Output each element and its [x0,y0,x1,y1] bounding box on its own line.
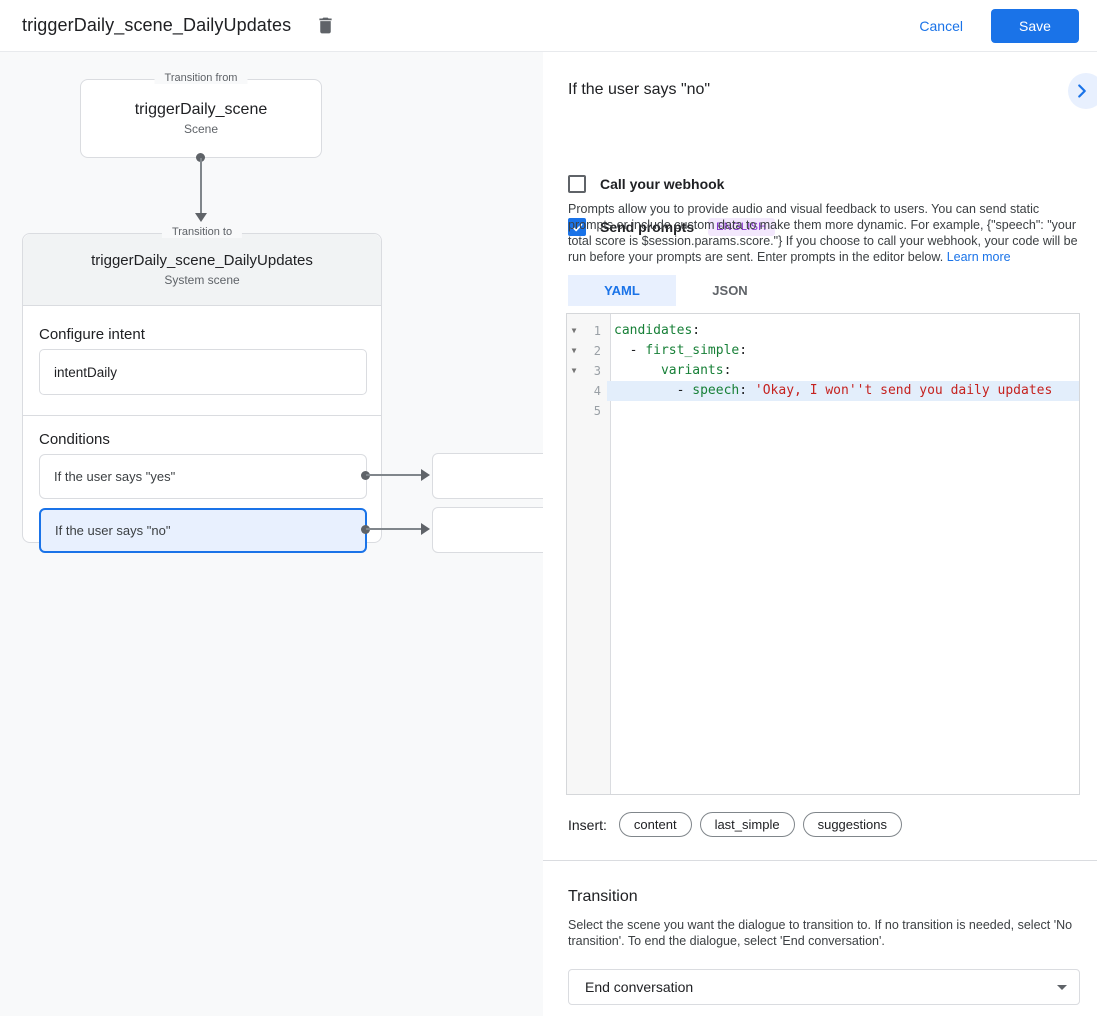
checkmark-icon [571,221,584,234]
line-number: 2 [593,344,601,358]
connector-line [366,528,424,530]
transition-select-value: End conversation [585,979,694,995]
insert-row: Insert: content last_simple suggestions [568,812,910,837]
connector-line [366,474,424,476]
line-number: 1 [593,324,601,338]
editor-gutter [567,314,611,794]
fold-spacer [567,401,581,421]
insert-label: Insert: [568,816,607,833]
insert-chip-content[interactable]: content [618,812,692,837]
connector-arrowhead [421,523,430,535]
section-divider [543,860,1097,861]
send-prompts-row[interactable]: Send prompts ENGLISH [568,218,775,236]
delete-scene-button[interactable] [309,10,341,42]
conditions-label: Conditions [39,431,110,448]
line-number: 4 [593,384,601,398]
page-title: triggerDaily_scene_DailyUpdates [22,15,292,35]
code-line[interactable]: ▼ 2 - first_simple: [567,341,1079,361]
intent-item[interactable]: intentDaily [39,349,367,395]
save-button[interactable]: Save [991,8,1079,43]
transition-heading: Transition [568,888,638,905]
line-number: 5 [593,404,601,418]
line-number: 3 [593,364,601,378]
to-scene-type: System scene [164,273,240,287]
scene-card-header[interactable]: triggerDaily_scene_DailyUpdates System s… [23,234,381,306]
connector-arrowhead [421,469,430,481]
prompt-code-editor[interactable]: ▼ 1 candidates: ▼ 2 - first_simple: ▼ 3 varian… [566,313,1080,795]
call-webhook-row[interactable]: Call your webhook [568,175,724,193]
condition-item-yes[interactable]: If the user says "yes" [39,454,367,499]
connector-arrowhead [195,213,207,222]
configure-intent-label: Configure intent [39,326,145,343]
trash-icon [315,15,336,36]
cancel-button[interactable]: Cancel [903,10,979,42]
format-tabs: YAML JSON [568,275,784,306]
webhook-label: Call your webhook [600,176,725,192]
from-scene-type: Scene [183,122,219,136]
transition-to-legend: Transition to [161,226,243,238]
fold-spacer [567,381,581,401]
insert-chip-last-simple[interactable]: last_simple [699,812,795,837]
fold-arrow-icon[interactable]: ▼ [571,366,577,375]
to-scene-name: triggerDaily_scene_DailyUpdates [91,252,313,269]
code-text: candidates: [614,323,701,338]
connector-dot [196,153,205,162]
condition-editor-panel: If the user says "no" Call your webhook … [543,52,1097,1016]
condition-item-no[interactable]: If the user says "no" [39,508,367,553]
connector-line [200,158,202,214]
tab-json[interactable]: JSON [712,283,748,298]
tab-yaml[interactable]: YAML [568,275,676,306]
transition-select[interactable]: End conversation [568,969,1080,1005]
code-text: - first_simple: [614,343,748,358]
code-line[interactable]: ▼ 1 candidates: [567,321,1079,341]
scene-diagram-canvas: Transition from triggerDaily_scene Scene… [0,52,543,1016]
top-bar: triggerDaily_scene_DailyUpdates Cancel S… [0,0,1097,52]
transition-from-legend: Transition from [154,72,248,84]
transition-target-box[interactable] [432,507,543,553]
prompts-description: Prompts allow you to provide audio and v… [568,201,1080,265]
code-line[interactable]: 5 [567,401,1079,421]
language-badge: ENGLISH [708,218,775,236]
webhook-checkbox[interactable] [568,175,586,193]
code-line[interactable]: ▼ 3 variants: [567,361,1079,381]
insert-chip-suggestions[interactable]: suggestions [802,812,902,837]
code-text: - speech: 'Okay, I won''t send you daily… [607,381,1079,401]
transition-description: Select the scene you want the dialogue t… [568,918,1073,948]
chevron-right-icon [1071,80,1093,102]
code-line[interactable]: 4 - speech: 'Okay, I won''t send you dai… [567,381,1079,401]
chevron-down-icon [1057,984,1067,990]
code-text [607,401,1079,421]
code-lines: ▼ 1 candidates: ▼ 2 - first_simple: ▼ 3 varian… [567,314,1079,421]
transition-target-box[interactable] [432,453,543,499]
send-prompts-checkbox[interactable] [568,218,586,236]
send-prompts-label: Send prompts [600,219,695,235]
fold-arrow-icon[interactable]: ▼ [571,346,577,355]
transition-from-box[interactable]: Transition from triggerDaily_scene Scene [80,72,322,158]
transition-to-card: Transition to triggerDaily_scene_DailyUp… [22,226,382,553]
collapse-panel-button[interactable] [1068,73,1097,109]
fold-arrow-icon[interactable]: ▼ [571,326,577,335]
learn-more-link[interactable]: Learn more [946,250,1011,264]
prompts-description-text: Prompts allow you to provide audio and v… [568,202,1078,264]
code-text: variants: [660,363,732,378]
from-scene-name: triggerDaily_scene [134,101,268,118]
connector-dot [361,471,370,480]
card-divider [23,415,381,416]
panel-title: If the user says "no" [568,81,711,98]
connector-dot [361,525,370,534]
